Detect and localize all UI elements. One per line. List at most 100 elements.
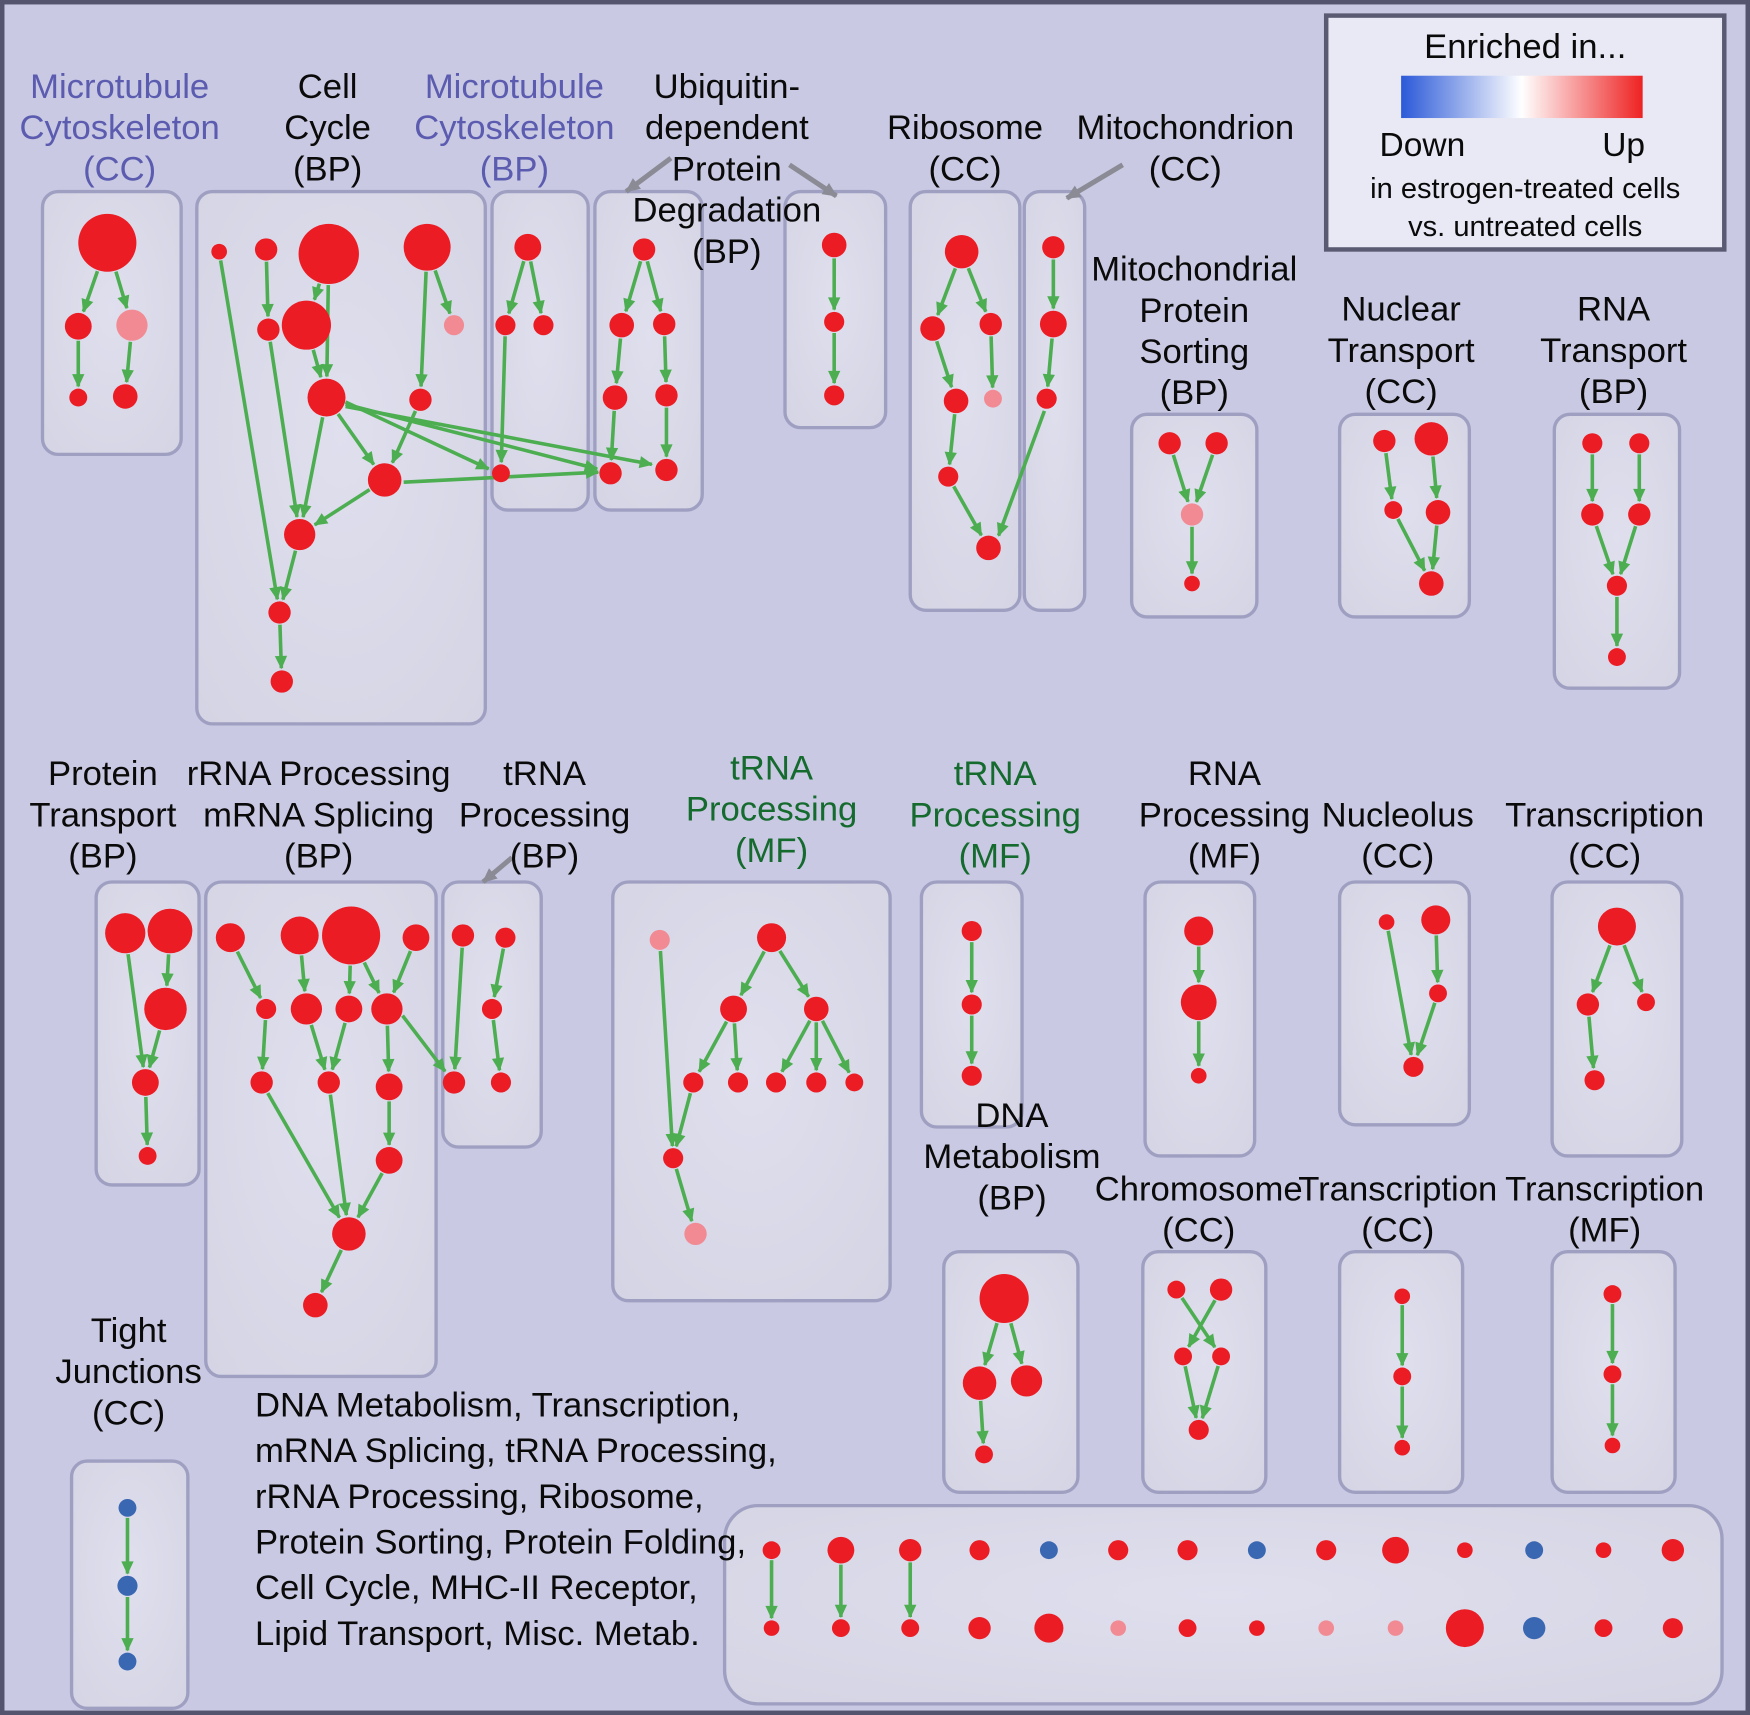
go-term-node: [602, 385, 628, 410]
edge-arrow: [528, 261, 545, 315]
microtubule-cytoskeleton-bp-label: Microtubule: [425, 68, 604, 106]
edge-arrow: [268, 341, 302, 519]
protein-transport-bp-label: Transport: [29, 796, 176, 834]
microtubule-cytoskeleton-cc-label: Cytoskeleton: [19, 109, 219, 147]
edge-arrow: [121, 341, 134, 384]
go-term-node: [257, 318, 280, 341]
edge-arrow: [1183, 1365, 1200, 1420]
go-term-node: [1188, 1419, 1209, 1440]
go-term-node: [1178, 1619, 1197, 1638]
go-term-node: [284, 518, 316, 551]
go-term-node: [1662, 1618, 1683, 1639]
edge-arrow: [1618, 525, 1638, 576]
go-term-node: [901, 1619, 920, 1638]
go-term-node: [442, 1071, 466, 1094]
go-term-node: [281, 300, 331, 350]
go-term-node: [375, 1073, 403, 1101]
trna-processing-bp-label: Processing: [459, 796, 630, 834]
go-term-node: [831, 1619, 850, 1638]
cell-cycle-bp-label: Cell: [298, 68, 358, 106]
edge-arrow: [280, 550, 298, 601]
go-term-node: [138, 1147, 157, 1165]
go-term-node: [968, 1617, 991, 1640]
go-term-node: [727, 1072, 749, 1093]
trna-processing-mf-large-label: Processing: [686, 791, 857, 829]
go-term-node: [367, 463, 402, 497]
edge-arrow: [1384, 452, 1397, 501]
transcription-mf-label: Transcription: [1505, 1171, 1704, 1209]
go-term-node: [492, 464, 510, 483]
go-term-node: [1247, 1541, 1266, 1560]
transcription-mf-label: (MF): [1568, 1212, 1641, 1250]
chromosome-cc-label: Chromosome: [1095, 1171, 1303, 1209]
go-term-node: [1378, 914, 1395, 930]
legend-up-label: Up: [1602, 127, 1645, 164]
edge-arrow: [778, 949, 811, 998]
go-term-node: [131, 1069, 159, 1096]
edge-arrow: [319, 1249, 343, 1294]
go-term-node: [655, 458, 678, 482]
go-term-node: [827, 1536, 855, 1564]
go-term-node: [1316, 1540, 1337, 1561]
go-term-node: [821, 232, 847, 258]
go-term-node: [307, 378, 346, 417]
nuclear-transport-cc-label: (CC): [1365, 373, 1438, 411]
edge-arrow: [506, 260, 526, 315]
misc-cluster-list-line: DNA Metabolism, Transcription,: [255, 1387, 740, 1425]
ubiquitin-degradation-bp-label: Degradation: [632, 192, 821, 230]
trna-processing-mf-large-panel: [611, 880, 892, 1303]
edge-arrow: [328, 1094, 351, 1217]
go-term-node: [1318, 1620, 1335, 1636]
mitochondrial-protein-sorting-bp-label: (BP): [1160, 374, 1229, 412]
go-term-node: [938, 466, 959, 487]
edge-arrow: [673, 1092, 693, 1148]
go-term-node: [298, 223, 359, 284]
go-term-node: [720, 995, 747, 1023]
go-term-node: [1174, 1347, 1193, 1366]
microtubule-cytoskeleton-cc-label: (CC): [83, 150, 156, 188]
go-term-node: [78, 213, 137, 272]
edge-arrow: [362, 961, 381, 994]
edge-arrow: [1180, 1296, 1217, 1349]
go-term-node: [118, 1498, 137, 1517]
edge-arrow: [382, 1025, 395, 1073]
edge-arrow: [780, 1019, 812, 1073]
go-term-node: [1180, 503, 1204, 526]
go-term-node: [663, 1148, 684, 1169]
go-term-node: [1393, 1367, 1412, 1386]
edge-arrow: [491, 1019, 505, 1072]
go-term-node: [1158, 432, 1181, 455]
go-term-node: [147, 908, 193, 954]
edge-arrow: [140, 1096, 154, 1146]
label-pointer-arrow: [1065, 162, 1124, 201]
go-term-node: [211, 243, 227, 260]
cell-cycle-bp-label: (BP): [293, 150, 362, 188]
go-term-node: [762, 1541, 781, 1560]
microtubule-cytoskeleton-bp-panel: [490, 189, 590, 512]
go-term-node: [256, 998, 277, 1019]
transcription-cc-1-label: Transcription: [1505, 796, 1704, 834]
go-term-node: [514, 233, 542, 261]
mitochondrion-cc-label: Mitochondrion: [1076, 109, 1294, 147]
cross-cluster-edge-arrow: [401, 1014, 447, 1073]
edge-arrow: [976, 1400, 989, 1445]
go-term-node: [899, 1539, 922, 1562]
edge-arrow: [659, 336, 672, 384]
ubiquitin-degradation-bp-label: Protein: [672, 150, 782, 188]
legend-title: Enriched in...: [1424, 28, 1626, 66]
ubiquitin-degradation-bp-panel: [593, 189, 704, 512]
go-term-node: [250, 1071, 273, 1094]
edge-arrow: [235, 950, 263, 999]
rna-transport-bp-label: (BP): [1579, 373, 1648, 411]
edge-arrow: [313, 488, 371, 527]
go-term-node: [1039, 1541, 1058, 1560]
go-term-node: [64, 312, 92, 340]
go-term-node: [599, 462, 622, 485]
go-term-node: [1604, 1437, 1621, 1454]
ubiquitin-degradation-bp-label: dependent: [645, 109, 809, 147]
edge-arrow: [415, 271, 428, 388]
edge-arrow: [274, 624, 288, 670]
go-term-node: [1629, 433, 1650, 454]
edge-arrow: [433, 269, 452, 315]
